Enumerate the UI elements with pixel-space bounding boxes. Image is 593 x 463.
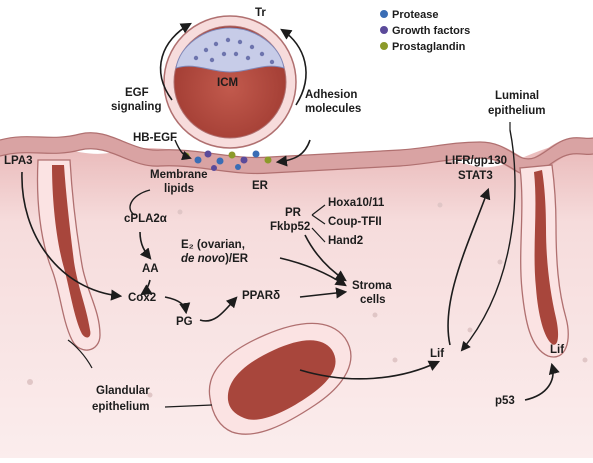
label-e2-2: de novo)/ER	[181, 253, 249, 265]
legend-label: Growth factors	[392, 25, 470, 37]
arrow-cpla2-aa	[139, 231, 152, 260]
label-icm: ICM	[217, 77, 238, 89]
label-e2-denovo: de novo	[181, 253, 225, 265]
luminal-epithelium-apical	[0, 132, 593, 160]
label-hbegf: HB-EGF	[133, 132, 177, 144]
arrow-egf-up	[159, 22, 192, 101]
arrow-aa-cox2	[140, 279, 153, 296]
gland-left	[36, 159, 101, 351]
legend-label: Prostaglandin	[392, 41, 466, 53]
arrow-p53-lif	[524, 362, 560, 401]
label-stroma-1: Stroma	[352, 280, 392, 292]
icm-cap	[175, 27, 285, 73]
arrow-luminal-lif	[460, 129, 516, 352]
legend-label: Protease	[392, 9, 438, 21]
label-couptfii: Coup-TFII	[328, 216, 382, 228]
legend-swatch	[380, 10, 388, 18]
label-tr: Tr	[255, 7, 266, 19]
label-lif-right: Lif	[550, 344, 564, 356]
label-luminal-1: Luminal	[495, 90, 539, 102]
gland-right	[519, 164, 569, 358]
label-ppard: PPARδ	[242, 290, 280, 302]
legend-swatch	[380, 26, 388, 34]
arrow-egf-down	[174, 139, 192, 161]
label-lpa3: LPA3	[4, 155, 33, 167]
label-aa: AA	[142, 263, 159, 275]
bracket-pr	[311, 204, 326, 243]
label-cpla2a: cPLA2α	[124, 213, 167, 225]
pointer-glandular-b	[164, 404, 213, 408]
arrow-e2-stroma	[279, 257, 347, 287]
label-er: ER	[252, 180, 269, 192]
luminal-epithelium	[0, 132, 593, 175]
arrow-membrane-cpla2	[129, 189, 151, 216]
legend-swatch	[380, 42, 388, 50]
label-p53: p53	[495, 395, 515, 407]
label-membrane-1: Membrane	[150, 169, 208, 181]
blastocyst	[163, 15, 297, 149]
label-adhesion-2: molecules	[305, 103, 361, 115]
label-e2-er: )/ER	[225, 253, 249, 265]
label-egf-2: signaling	[111, 101, 161, 113]
gland-cross-section	[208, 322, 352, 435]
stroma-background	[0, 143, 593, 458]
label-stroma-2: cells	[360, 294, 386, 306]
arrow-pr-stroma	[304, 234, 347, 282]
label-glandular-2: epithelium	[92, 401, 150, 413]
label-cox2: Cox2	[128, 292, 156, 304]
label-lifr-2: STAT3	[458, 170, 493, 182]
arrow-gland-lif	[299, 360, 441, 380]
label-lif-center: Lif	[430, 348, 444, 360]
arrow-lpa3-cox2	[21, 171, 123, 301]
stromal-nuclei	[27, 202, 588, 398]
arrow-adhesion-up	[280, 28, 307, 106]
arrow-pg-ppard	[199, 296, 238, 322]
label-pr: PR	[285, 207, 302, 219]
label-lifr-1: LIFR/gp130	[445, 155, 507, 167]
arrow-adhesion-down	[275, 139, 311, 167]
label-luminal-2: epithelium	[488, 105, 546, 117]
arrow-lif-lifr	[447, 187, 491, 346]
label-egf-1: EGF	[125, 87, 149, 99]
label-adhesion-1: Adhesion	[305, 89, 357, 101]
label-fkbp52: Fkbp52	[270, 221, 310, 233]
pointer-glandular-a	[67, 339, 93, 369]
label-hoxa: Hoxa10/11	[328, 197, 385, 209]
molecule-cluster	[182, 150, 272, 171]
label-e2-1: E₂ (ovarian,	[181, 239, 245, 251]
arrow-ppard-stroma	[299, 287, 348, 299]
arrow-cox2-pg	[164, 296, 191, 315]
label-hand2: Hand2	[328, 235, 363, 247]
label-pg: PG	[176, 316, 193, 328]
label-glandular-1: Glandular	[96, 385, 150, 397]
label-membrane-2: lipids	[164, 183, 194, 195]
